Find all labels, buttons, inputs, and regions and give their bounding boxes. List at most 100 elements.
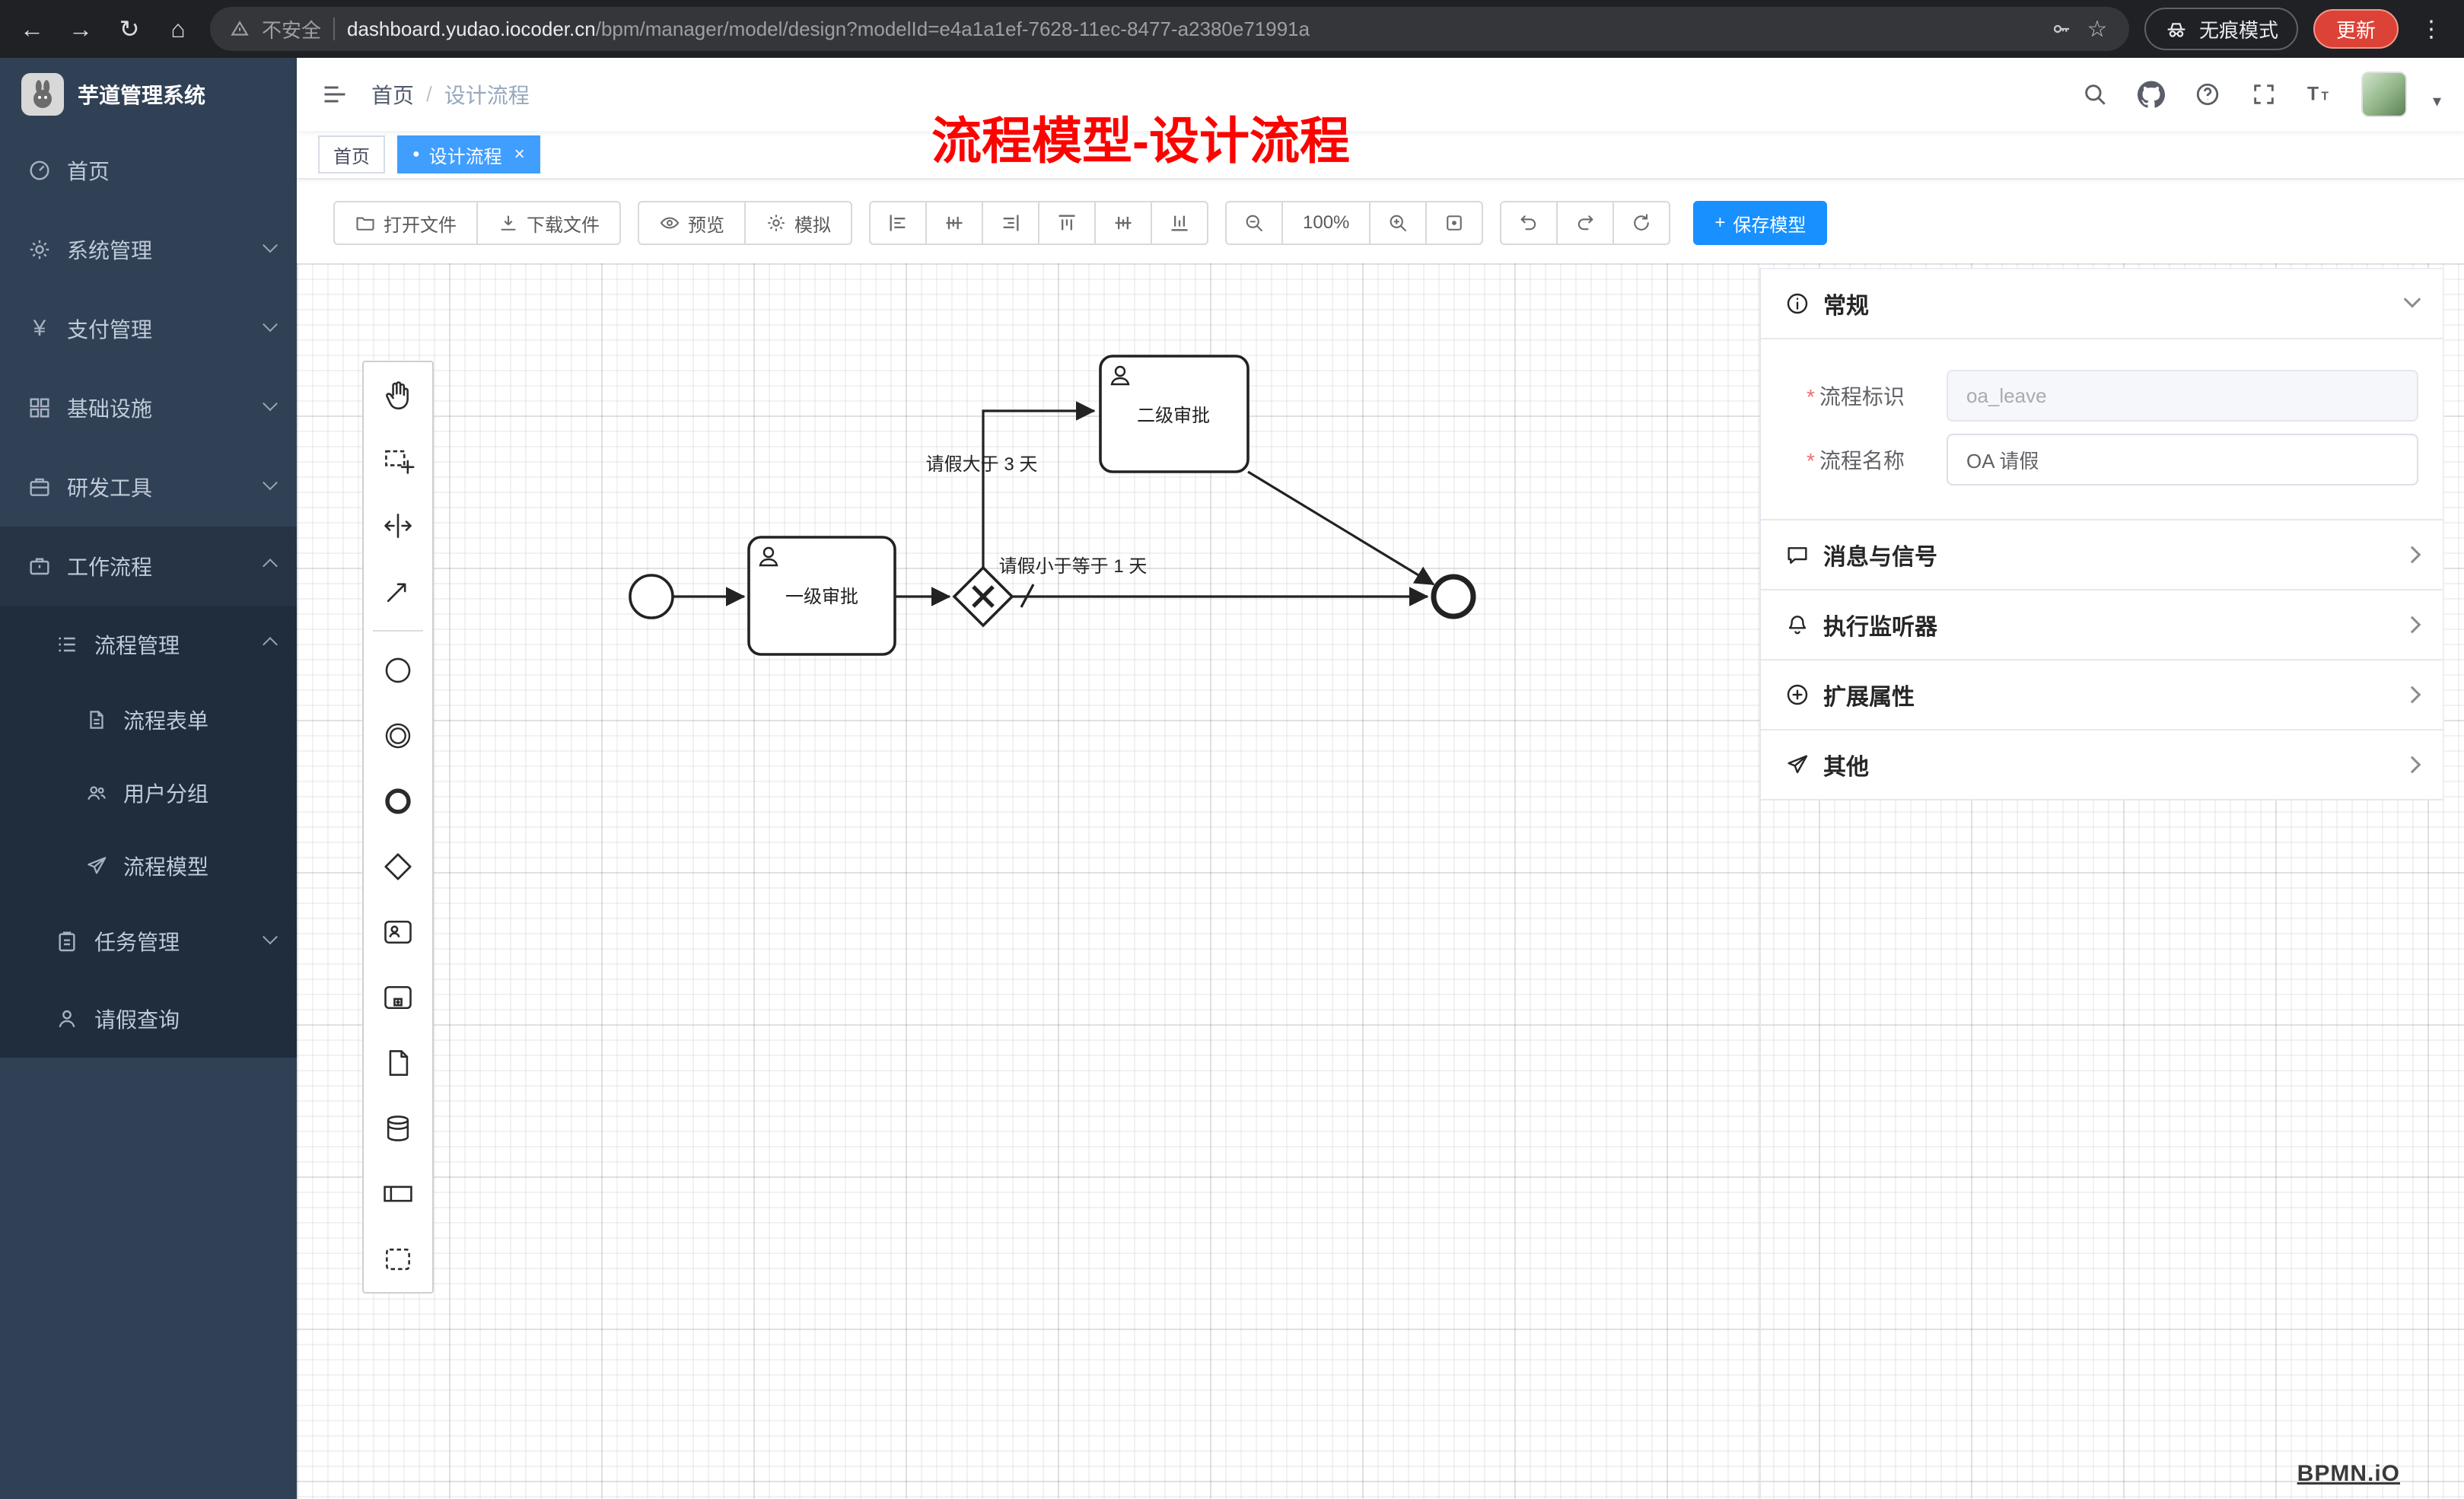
create-subprocess[interactable]: [364, 965, 432, 1030]
zoom-out-button[interactable]: [1225, 201, 1283, 245]
sidebar-item-process-form[interactable]: 流程表单: [0, 683, 297, 756]
address-bar[interactable]: 不安全 dashboard.yudao.iocoder.cn/bpm/manag…: [210, 7, 2129, 51]
reload-button[interactable]: ↻: [119, 15, 140, 43]
create-user-task[interactable]: [364, 899, 432, 965]
lasso-tool[interactable]: [364, 428, 432, 493]
flow-gateway-to-task2[interactable]: [982, 401, 1096, 568]
download-file-button[interactable]: 下载文件: [476, 201, 621, 245]
chevron-right-icon: [2403, 546, 2421, 564]
caret-down-icon[interactable]: ▾: [2432, 91, 2441, 110]
clipboard-icon: [55, 929, 79, 953]
briefcase-icon: [27, 554, 52, 578]
create-data-object[interactable]: [364, 1030, 432, 1096]
create-pool[interactable]: [364, 1161, 432, 1227]
close-icon[interactable]: ×: [514, 144, 525, 164]
sidebar-item-home[interactable]: 首页: [0, 131, 297, 210]
annotation-text: 流程模型-设计流程: [931, 113, 1350, 169]
align-middle-button[interactable]: [1094, 201, 1152, 245]
tag-home[interactable]: 首页: [318, 135, 385, 173]
preview-button[interactable]: 预览: [638, 201, 746, 245]
align-right-button[interactable]: [982, 201, 1039, 245]
undo-button[interactable]: [1500, 201, 1558, 245]
home-button[interactable]: ⌂: [170, 14, 186, 43]
fullscreen-icon[interactable]: [2249, 79, 2279, 110]
align-left-button[interactable]: [869, 201, 927, 245]
sidebar-item-infrastructure[interactable]: 基础设施: [0, 368, 297, 447]
chevron-right-icon: [2403, 686, 2421, 704]
search-icon[interactable]: [2080, 79, 2110, 110]
app-logo-row[interactable]: 芋道管理系统: [0, 58, 297, 131]
sidebar-item-process-model[interactable]: 流程模型: [0, 829, 297, 902]
create-data-store[interactable]: [364, 1096, 432, 1161]
task-level1[interactable]: 一级审批: [747, 536, 896, 656]
space-tool[interactable]: [364, 493, 432, 559]
general-section-header[interactable]: 常规: [1761, 269, 2443, 339]
create-end-event[interactable]: [364, 769, 432, 834]
align-bottom-button[interactable]: [1151, 201, 1208, 245]
chevron-right-icon: [2403, 756, 2421, 774]
bpmn-io-watermark[interactable]: BPMN.iO: [2297, 1461, 2400, 1486]
breadcrumb-home[interactable]: 首页: [371, 84, 415, 107]
warning-icon: [230, 19, 250, 39]
send-icon: [1785, 753, 1810, 777]
flow-task2-to-end[interactable]: [1247, 470, 1435, 586]
key-icon[interactable]: [2050, 18, 2073, 40]
sidebar-item-system-management[interactable]: 系统管理: [0, 210, 297, 289]
hand-tool[interactable]: [364, 362, 432, 428]
sidebar-item-process-management[interactable]: 流程管理: [0, 606, 297, 683]
back-button[interactable]: ←: [20, 14, 44, 43]
create-group[interactable]: [364, 1227, 432, 1292]
sidebar-item-task-management[interactable]: 任务管理: [0, 902, 297, 980]
restart-button[interactable]: [1612, 201, 1671, 245]
hamburger-icon[interactable]: [320, 79, 350, 110]
chevron-down-icon: [263, 237, 278, 253]
condition-label-gt3[interactable]: 请假大于 3 天: [926, 454, 1038, 475]
messages-signals-section[interactable]: 消息与信号: [1761, 520, 2443, 590]
align-top-button[interactable]: [1038, 201, 1096, 245]
simulate-button[interactable]: 模拟: [744, 201, 852, 245]
forward-button[interactable]: →: [68, 14, 93, 43]
redo-button[interactable]: [1556, 201, 1615, 245]
sidebar-item-dev-tools[interactable]: 研发工具: [0, 447, 297, 527]
create-gateway[interactable]: [364, 834, 432, 899]
process-key-input[interactable]: [1947, 370, 2418, 422]
create-intermediate-event[interactable]: [364, 703, 432, 769]
avatar[interactable]: [2361, 72, 2407, 117]
tag-design-process[interactable]: ● 设计流程 ×: [397, 135, 540, 173]
zoom-in-button[interactable]: [1369, 201, 1428, 245]
start-event[interactable]: [629, 574, 674, 619]
open-file-button[interactable]: 打开文件: [333, 201, 478, 245]
github-icon[interactable]: [2136, 79, 2166, 110]
info-icon: [1785, 291, 1810, 316]
bpmn-canvas[interactable]: 一级审批 请假大于 3 天: [297, 263, 1819, 1024]
sidebar-item-leave-query[interactable]: 请假查询: [0, 980, 297, 1058]
breadcrumb-current: 设计流程: [444, 84, 530, 107]
extended-attributes-section[interactable]: 扩展属性: [1761, 660, 2443, 730]
sidebar-item-user-group[interactable]: 用户分组: [0, 756, 297, 829]
help-icon[interactable]: [2192, 79, 2223, 110]
create-start-event[interactable]: [364, 638, 432, 703]
other-section[interactable]: 其他: [1761, 730, 2443, 800]
zoom-reset-button[interactable]: [1425, 201, 1484, 245]
sidebar-item-workflow[interactable]: 工作流程: [0, 527, 297, 606]
align-center-horizontal-button[interactable]: [925, 201, 983, 245]
task-level2[interactable]: 二级审批: [1099, 355, 1250, 473]
save-model-button[interactable]: + 保存模型: [1693, 201, 1828, 245]
browser-menu-button[interactable]: ⋮: [2420, 16, 2443, 42]
exclusive-gateway[interactable]: [952, 565, 1014, 628]
condition-label-le1[interactable]: 请假小于等于 1 天: [999, 556, 1148, 577]
bookmark-star-icon[interactable]: ☆: [2087, 16, 2108, 42]
end-event[interactable]: [1431, 574, 1476, 619]
url-path[interactable]: /bpm/manager/model/design?modelId=e4a1a1…: [595, 17, 1310, 40]
sidebar-item-payment-management[interactable]: ¥ 支付管理: [0, 289, 297, 368]
security-label[interactable]: 不安全: [262, 18, 322, 42]
global-connect-tool[interactable]: [364, 559, 432, 624]
update-button[interactable]: 更新: [2313, 9, 2399, 49]
workflow-submenu: 流程管理 流程表单 用户分组 流程模型 任务管理 请假: [0, 606, 297, 1058]
zoom-level[interactable]: 100%: [1281, 201, 1371, 245]
execution-listener-section[interactable]: 执行监听器: [1761, 590, 2443, 660]
url-host[interactable]: dashboard.yudao.iocoder.cn: [347, 17, 596, 40]
process-name-input[interactable]: [1947, 434, 2418, 485]
